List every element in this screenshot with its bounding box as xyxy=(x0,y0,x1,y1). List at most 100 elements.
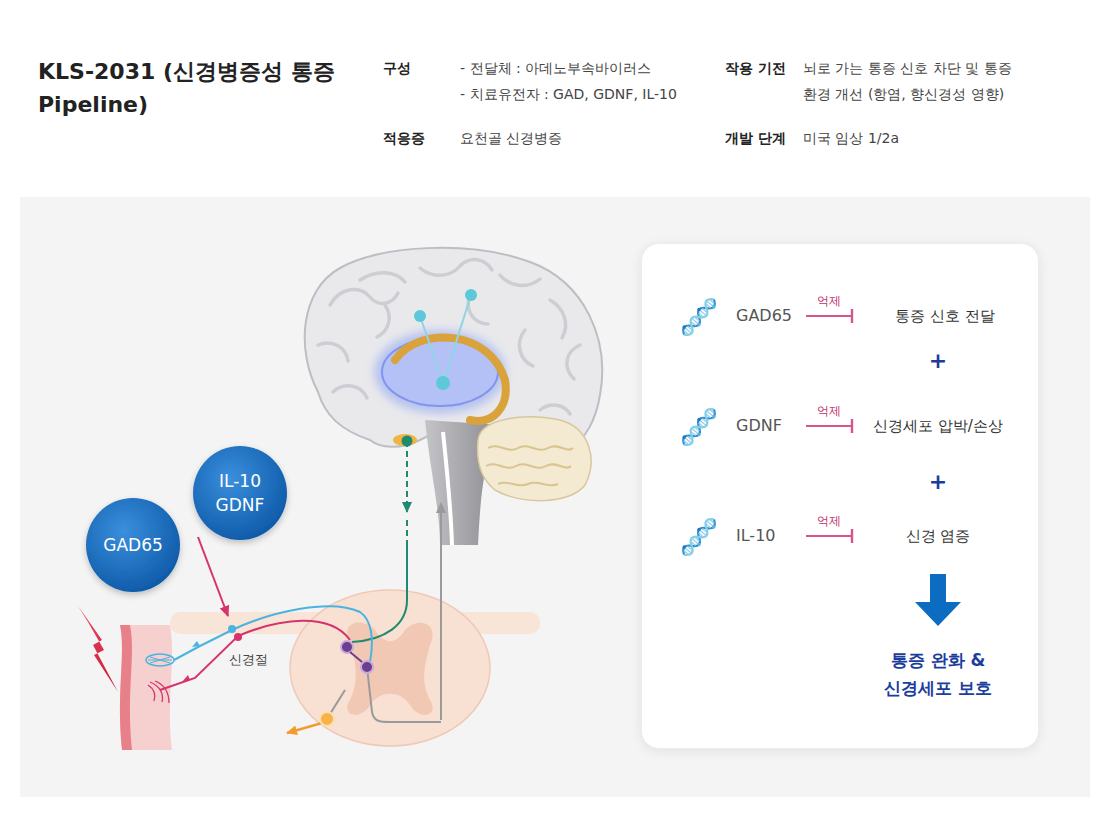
circle-shape xyxy=(193,446,287,540)
node-text: IL-10 xyxy=(736,524,806,548)
table-header: 적응증 xyxy=(383,125,425,151)
gene-name: GAD65 xyxy=(730,304,806,328)
node-text: 신경세포 압박/손상 xyxy=(852,414,1024,438)
dna-icon xyxy=(679,405,719,449)
pain-pathway xyxy=(352,436,441,723)
brain-illustration xyxy=(305,248,602,448)
node-text: 신경 염증 xyxy=(852,524,1024,548)
table-header: 구성 xyxy=(383,55,411,81)
plus-sign: + xyxy=(929,468,947,496)
gene-circle: IL-10 GDNF xyxy=(193,446,287,540)
sensory-nerves xyxy=(146,654,174,666)
spinal-cord-illustration xyxy=(347,623,432,715)
pain-pathway xyxy=(402,436,413,447)
brain-illustration xyxy=(420,260,492,276)
sensory-nerves xyxy=(146,606,373,733)
node-text: 통증 완화 & 신경세포 보호 xyxy=(863,646,1013,702)
brain-illustration xyxy=(465,289,477,301)
inhibition-line xyxy=(806,425,852,427)
brain-illustration xyxy=(478,417,591,501)
edge-label: 억제 xyxy=(815,513,843,529)
sensory-nerves xyxy=(234,633,242,641)
brain-illustration xyxy=(377,305,389,337)
pain-pathway xyxy=(406,441,408,512)
pain-pathway xyxy=(352,545,407,642)
node-text: GAD65 xyxy=(736,304,806,328)
brain-illustration xyxy=(330,289,398,305)
gene-name: IL-10 xyxy=(730,524,806,548)
brain-illustration xyxy=(414,310,426,322)
sensory-nerves xyxy=(287,723,322,733)
sensory-nerves xyxy=(174,606,372,662)
delivery-leader-arrow xyxy=(198,537,228,616)
brain-illustration xyxy=(420,316,442,380)
dna-icon xyxy=(679,295,719,339)
brain-illustration xyxy=(567,345,580,379)
brain-illustration xyxy=(540,405,570,414)
node-text: IL-10 GDNF xyxy=(200,469,280,517)
circle-shape xyxy=(86,498,180,592)
pain-pathway xyxy=(367,667,441,722)
brain-illustration xyxy=(333,386,367,398)
table-header: 작용 기전 xyxy=(725,55,786,81)
inhibition-line xyxy=(806,315,852,317)
effect-text: 통증 신호 전달 xyxy=(852,304,1038,328)
table-cell: 뇌로 가는 통증 신호 차단 및 통증 환경 개선 (항염, 향신경성 영향) xyxy=(803,55,1039,107)
sensory-nerves xyxy=(148,657,172,663)
pain-pathway xyxy=(406,520,408,545)
table-cell: - 치료유전자 : GAD, GDNF, IL-10 xyxy=(460,81,677,107)
skin-illustration xyxy=(78,606,172,750)
brain-illustration xyxy=(360,273,405,282)
brain-illustration xyxy=(445,295,471,380)
skin-illustration xyxy=(120,625,172,750)
brain-illustration xyxy=(486,446,573,485)
result-arrow xyxy=(930,574,946,602)
dna-icon xyxy=(679,515,719,559)
node-text: GDNF xyxy=(736,414,806,438)
dna-icon xyxy=(679,295,719,559)
skin-illustration xyxy=(120,625,132,750)
circle-shape xyxy=(193,446,287,540)
brain-illustration xyxy=(498,483,558,486)
delivery-leader-arrow xyxy=(198,537,228,616)
sensory-nerves xyxy=(350,652,362,662)
part-label: 신경절 xyxy=(227,651,270,669)
sensory-nerves xyxy=(320,712,334,726)
table-header: 개발 단계 xyxy=(725,125,786,151)
node-text: 통증 신호 전달 xyxy=(852,304,1038,328)
brain-illustration xyxy=(488,446,573,449)
sensory-nerves xyxy=(330,690,345,714)
spinal-cord-illustration xyxy=(290,590,490,746)
brain-illustration xyxy=(305,248,602,545)
page-title: KLS-2031 (신경병증성 통증 Pipeline) xyxy=(38,55,338,121)
skin-illustration xyxy=(78,606,118,692)
brain-illustration xyxy=(393,434,417,446)
spinal-cord-illustration xyxy=(170,590,540,746)
sensory-nerves xyxy=(192,641,200,647)
brain-illustration xyxy=(395,337,506,421)
effect-text: 신경 염증 xyxy=(852,524,1024,574)
brain-illustration xyxy=(500,275,540,285)
result-text: 통증 완화 & 신경세포 보호 xyxy=(863,626,1013,702)
effect-text: 신경세포 압박/손상 xyxy=(852,414,1024,438)
pain-pathway xyxy=(440,503,442,540)
edge-label: 억제 xyxy=(815,403,843,419)
sensory-nerves xyxy=(160,621,350,690)
sensory-nerves xyxy=(341,641,353,653)
brain-illustration xyxy=(486,464,571,467)
plus-sign: + xyxy=(929,347,947,375)
table-cell: 요천골 신경병증 xyxy=(460,125,562,151)
inhibition-line xyxy=(806,535,852,537)
node-text: GAD65 xyxy=(93,533,173,557)
table-cell: - 전달체 : 아데노부속바이러스 xyxy=(460,55,651,81)
gene-circle: GAD65 xyxy=(86,498,180,592)
sensory-nerves xyxy=(148,681,169,703)
sensory-nerves xyxy=(228,625,236,633)
edge-label: 억제 xyxy=(815,293,843,309)
brain-illustration xyxy=(519,330,533,366)
brain-illustration xyxy=(436,376,450,390)
brain-illustration xyxy=(420,295,471,380)
gene-name: GDNF xyxy=(730,414,806,438)
